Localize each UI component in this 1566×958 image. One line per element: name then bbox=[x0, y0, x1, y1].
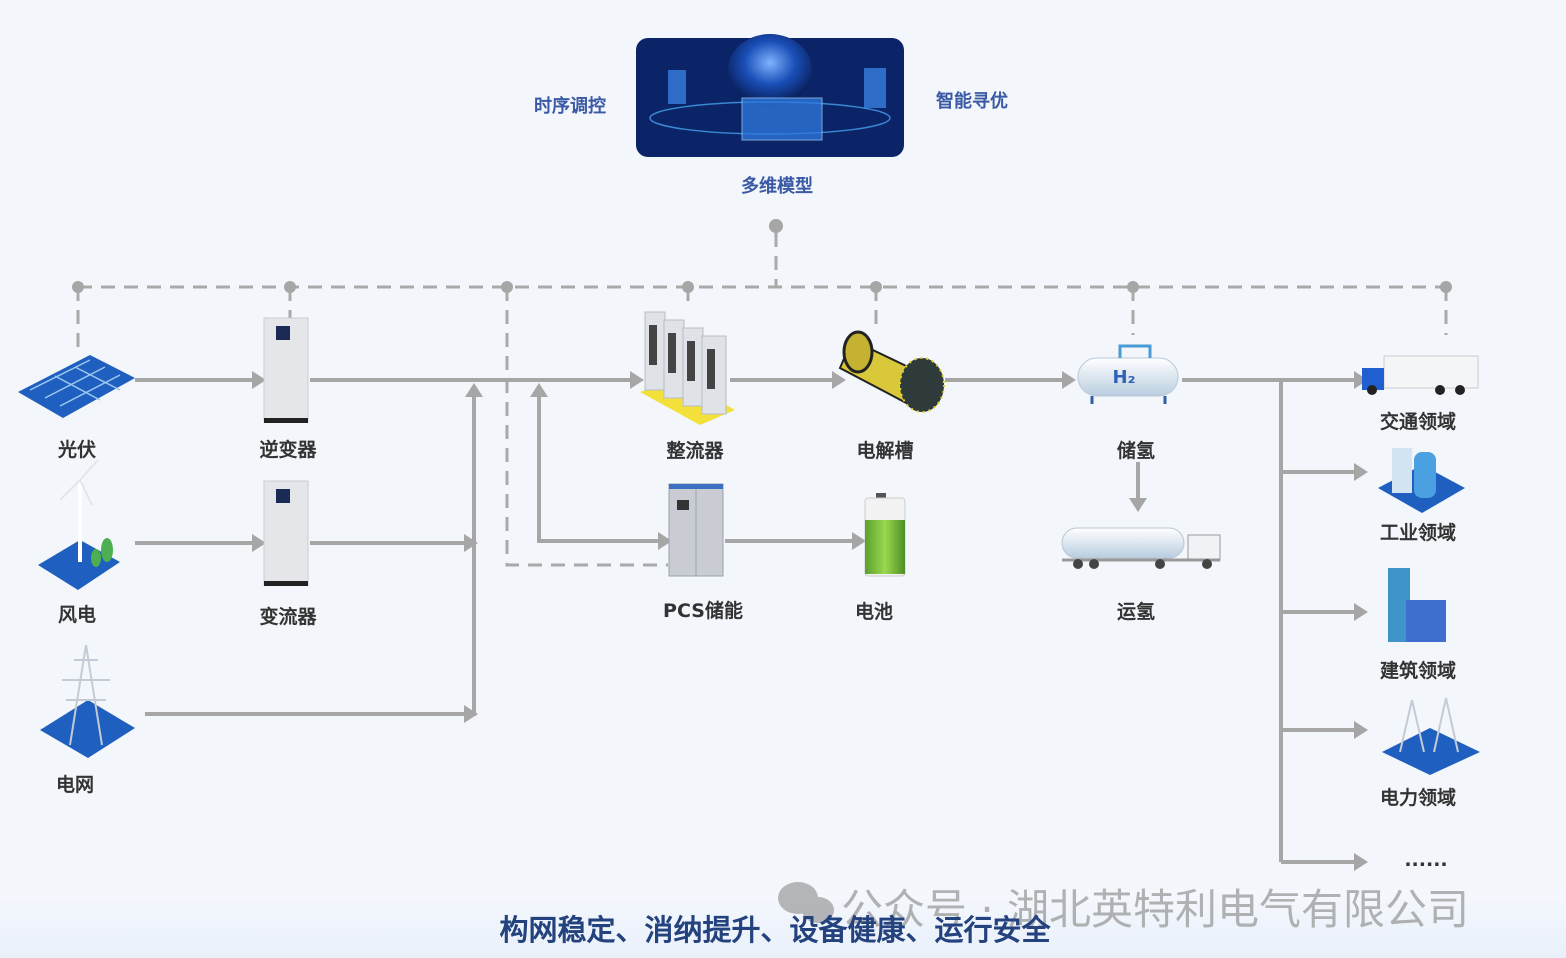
grid-label: 电网 bbox=[56, 773, 94, 796]
pcs-cabinet-icon bbox=[668, 483, 724, 577]
electrolyzer-icon bbox=[838, 330, 945, 413]
h2-storage-label: 储氢 bbox=[1117, 439, 1155, 462]
pcs-label: PCS储能 bbox=[663, 599, 743, 622]
h2-mark: H₂ bbox=[1113, 367, 1136, 388]
application-industry-label: 工业领域 bbox=[1380, 521, 1456, 544]
timing-control-label: 时序调控 bbox=[534, 95, 606, 117]
power-tower-icon bbox=[1382, 697, 1480, 775]
intelligent-optimization-label: 智能寻优 bbox=[936, 90, 1008, 112]
power-flow-lines bbox=[135, 371, 1368, 871]
application-transport-label: 交通领域 bbox=[1380, 410, 1456, 433]
wechat-icon bbox=[778, 882, 834, 923]
multidimensional-model-label: 多维模型 bbox=[741, 175, 813, 197]
application-more-label: ...... bbox=[1404, 849, 1447, 871]
converter-icon bbox=[263, 480, 309, 586]
application-power-label: 电力领域 bbox=[1380, 786, 1456, 809]
industry-icon bbox=[1378, 448, 1465, 513]
rectifier-label: 整流器 bbox=[666, 439, 724, 462]
inverter-label: 逆变器 bbox=[259, 438, 317, 461]
solar-panel-icon bbox=[18, 355, 135, 418]
hydrogen-storage-tank-icon: H₂ bbox=[1077, 344, 1179, 404]
watermark: 公众号 · 湖北英特利电气有限公司 bbox=[841, 885, 1469, 934]
wind-turbine-icon bbox=[38, 459, 120, 590]
rectifier-icon bbox=[640, 311, 735, 425]
converter-label: 变流器 bbox=[259, 605, 317, 628]
multidimensional-model-image bbox=[636, 34, 904, 157]
battery-icon bbox=[864, 493, 906, 577]
power-grid-icon bbox=[40, 644, 135, 758]
application-building-label: 建筑领域 bbox=[1380, 659, 1456, 682]
truck-icon bbox=[1362, 355, 1479, 395]
h2-transport-label: 运氢 bbox=[1117, 600, 1155, 623]
pv-label: 光伏 bbox=[57, 438, 96, 461]
hydrogen-tanker-truck-icon bbox=[1061, 527, 1221, 569]
battery-label: 电池 bbox=[855, 600, 893, 623]
wind-label: 风电 bbox=[58, 603, 96, 626]
building-icon bbox=[1388, 568, 1446, 642]
slogan: 构网稳定、消纳提升、设备健康、运行安全 bbox=[499, 913, 1051, 947]
inverter-icon bbox=[263, 317, 309, 423]
electrolyzer-label: 电解槽 bbox=[856, 439, 913, 462]
